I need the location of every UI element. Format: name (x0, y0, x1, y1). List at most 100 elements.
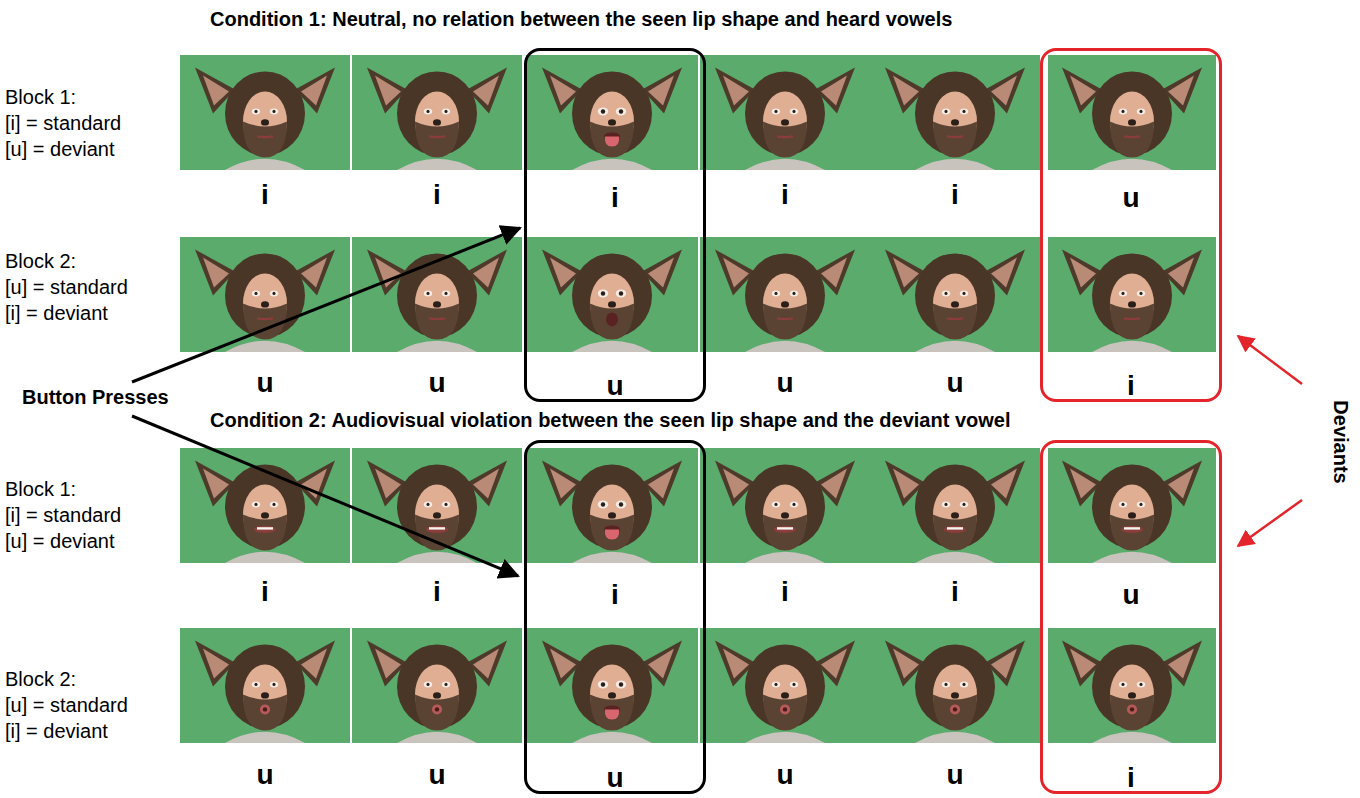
eye-pupil (774, 683, 777, 686)
mouth-neutral (777, 135, 793, 138)
painted-nose (433, 301, 441, 307)
eye-pupil (774, 503, 777, 506)
painted-nose (951, 692, 959, 698)
frame-background (700, 55, 870, 170)
tongue (605, 529, 619, 539)
eye-pupil (254, 503, 257, 506)
eye-white (616, 500, 626, 508)
block-label: [u] = standard (5, 694, 128, 717)
eye-white (942, 290, 950, 296)
vowel-letter: i (781, 577, 789, 608)
eye-pupil (962, 683, 965, 686)
video-frame (870, 237, 1040, 352)
frame-background (700, 237, 870, 352)
deviant-box: ui (1040, 48, 1222, 402)
shoulders (572, 732, 652, 743)
shoulders (745, 732, 825, 743)
eye-pupil (792, 683, 795, 686)
eye-pupil (944, 292, 947, 295)
mouth-round-opening (263, 707, 267, 711)
costume-ear-inner (821, 257, 847, 287)
beard (415, 514, 459, 550)
fur-hat (572, 464, 652, 548)
painted-nose (433, 692, 441, 698)
eye-pupil (1139, 683, 1142, 686)
eye-pupil (272, 683, 275, 686)
beard (415, 694, 459, 730)
mouth-round (780, 704, 790, 714)
beard (1110, 514, 1154, 550)
painted-nose (261, 512, 269, 518)
mouth-round-opening (1130, 707, 1134, 711)
painted-nose (1128, 301, 1136, 307)
eye-white (772, 681, 780, 687)
eye-white (960, 501, 968, 507)
video-frame (1048, 628, 1216, 743)
fur-hat (572, 71, 652, 155)
beard (1110, 694, 1154, 730)
shoulders (915, 732, 995, 743)
video-frame (1048, 448, 1216, 563)
costume-ear-inner (301, 75, 327, 105)
eye-white (442, 290, 450, 296)
beard (1110, 303, 1154, 339)
condition-heading: Condition 2: Audiovisual violation betwe… (210, 409, 1011, 432)
mouth-round (950, 704, 960, 714)
teeth (1124, 527, 1140, 529)
beard (763, 303, 807, 339)
shoulders (745, 552, 825, 563)
frame-background (1048, 628, 1216, 743)
vowel-letter: i (261, 577, 269, 608)
block-label: Block 1: (5, 86, 76, 109)
fur-hat (572, 644, 652, 728)
eye-white (772, 108, 780, 114)
eye-pupil (619, 502, 623, 506)
beard (933, 303, 977, 339)
shoulders (1092, 159, 1172, 170)
painted-nose (608, 692, 616, 698)
vowel-letter: u (256, 760, 273, 791)
frame-background (700, 448, 870, 563)
mouth-round-opening (953, 707, 957, 711)
block-label: [i] = deviant (5, 720, 108, 743)
tongue (605, 136, 619, 146)
eye-pupil (601, 109, 605, 113)
eye-pupil (426, 683, 429, 686)
eye-pupil (962, 292, 965, 295)
eye-pupil (1121, 110, 1124, 113)
painted-nose (261, 119, 269, 125)
beard (1110, 121, 1154, 157)
beard (415, 303, 459, 339)
video-frame (700, 448, 870, 563)
costume-ear-inner (473, 468, 499, 498)
beard (763, 694, 807, 730)
eye-pupil (1121, 683, 1124, 686)
painted-nose (1128, 512, 1136, 518)
eye-white (424, 501, 432, 507)
shoulders (745, 159, 825, 170)
costume-ear-inner (991, 468, 1017, 498)
painted-nose (608, 512, 616, 518)
eye-white (1137, 108, 1145, 114)
teeth (947, 527, 963, 529)
vowel-letter: i (611, 183, 619, 214)
frame-background (870, 55, 1040, 170)
vowel-letter: u (428, 368, 445, 399)
video-frame (870, 448, 1040, 563)
eye-pupil (619, 291, 623, 295)
tongue (605, 709, 619, 719)
painted-nose (951, 512, 959, 518)
painted-nose (261, 692, 269, 698)
teeth (429, 527, 445, 529)
eye-white (1119, 681, 1127, 687)
eye-white (616, 107, 626, 115)
shoulders (572, 341, 652, 352)
eye-white (442, 681, 450, 687)
costume-ear-inner (1168, 75, 1194, 105)
fur-hat (572, 253, 652, 337)
eye-white (442, 108, 450, 114)
video-frame (180, 448, 350, 563)
vowel-letter: u (606, 371, 623, 402)
eye-pupil (619, 109, 623, 113)
